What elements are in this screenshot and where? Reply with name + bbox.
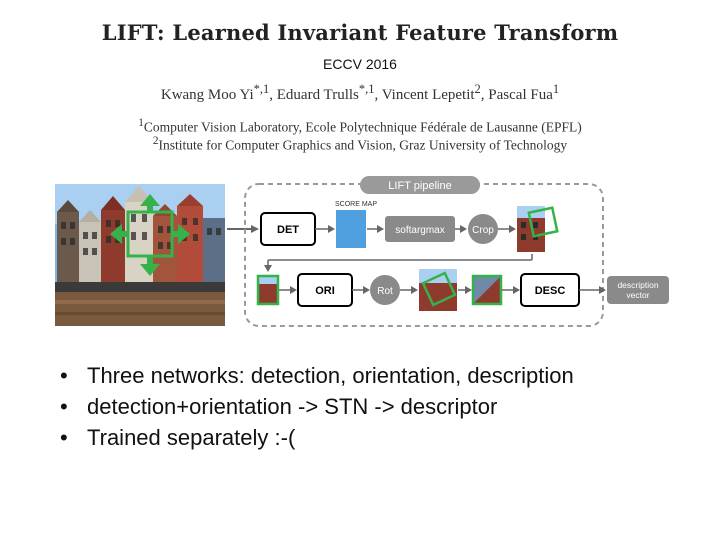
affiliation-mark: 1 xyxy=(138,117,144,129)
bullet-item: • Trained separately :-( xyxy=(60,422,700,453)
author-mark: *,1 xyxy=(358,82,375,96)
bullet-list: • Three networks: detection, orientation,… xyxy=(60,360,700,453)
lift-pipeline-figure: LIFT pipeline DET SCORE MAP softargmax C… xyxy=(55,176,669,327)
paper-title: LIFT: Learned Invariant Feature Transfor… xyxy=(101,20,619,45)
bullet-text: Trained separately :-( xyxy=(87,425,296,450)
cropped-patch-image xyxy=(517,206,559,252)
affiliation-text: Computer Vision Laboratory, Ecole Polyte… xyxy=(143,119,582,135)
rot-node xyxy=(370,275,400,305)
author-mark: *,1 xyxy=(253,82,270,96)
crop-node xyxy=(468,214,498,244)
score-map-label: SCORE MAP xyxy=(335,201,377,208)
rotated-patch-image xyxy=(419,269,457,311)
det-label: DET xyxy=(277,224,299,236)
crop-label: Crop xyxy=(472,225,494,236)
softargmax-label: softargmax xyxy=(395,225,444,236)
pipeline-label-pill xyxy=(360,176,480,194)
affiliation-text: Institute for Computer Graphics and Visi… xyxy=(158,137,568,153)
author-mark: 1 xyxy=(552,82,560,96)
canal-houses-photo xyxy=(55,184,225,326)
softargmax-node xyxy=(385,216,455,242)
description-vector-line: vector xyxy=(626,290,649,300)
author-name: Vincent Lepetit xyxy=(381,87,475,103)
author-name: Eduard Trulls xyxy=(276,87,359,103)
description-vector-line: description xyxy=(617,280,658,290)
author-name: Pascal Fua xyxy=(488,87,553,103)
affiliation-mark: 2 xyxy=(152,135,159,147)
bullet-dot: • xyxy=(60,425,68,450)
venue-label: ECCV 2016 xyxy=(323,56,397,72)
bullet-text: Three networks: detection, orientation, … xyxy=(87,363,574,388)
bullet-item: • detection+orientation -> STN -> descrip… xyxy=(60,391,700,422)
score-map-image xyxy=(336,210,366,248)
normalized-patch-image xyxy=(471,274,503,306)
bullet-dot: • xyxy=(60,394,68,419)
author-list: Kwang Moo Yi*,1, Eduard Trulls*,1, Vince… xyxy=(160,82,560,103)
description-vector-node xyxy=(607,276,669,304)
pipeline-label: LIFT pipeline xyxy=(388,180,451,192)
bullet-item: • Three networks: detection, orientation,… xyxy=(60,360,700,391)
ori-input-patch xyxy=(256,274,280,306)
desc-label: DESC xyxy=(535,285,566,297)
rot-label: Rot xyxy=(377,286,393,297)
affiliation-1: 1Computer Vision Laboratory, Ecole Polyt… xyxy=(0,117,720,136)
bullet-text: detection+orientation -> STN -> descript… xyxy=(87,394,498,419)
ori-label: ORI xyxy=(315,285,335,297)
author-name: Kwang Moo Yi xyxy=(160,87,254,103)
affiliation-2: 2Institute for Computer Graphics and Vis… xyxy=(0,135,720,154)
author-mark: 2 xyxy=(474,82,481,96)
bullet-dot: • xyxy=(60,363,68,388)
